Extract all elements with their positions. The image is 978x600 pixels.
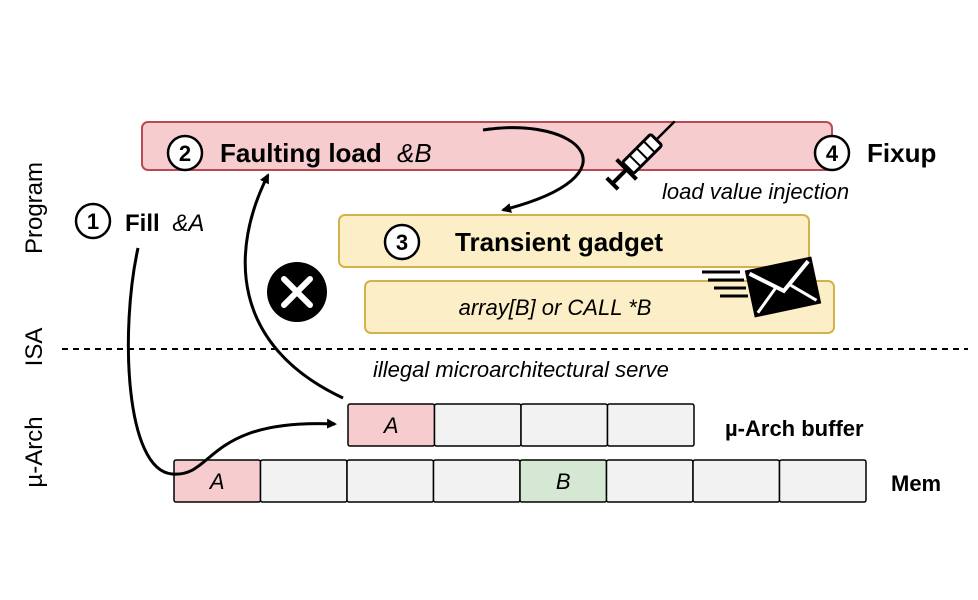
memory-cell-5 [605, 459, 694, 503]
memory-cell-label-4: B [556, 469, 571, 494]
memory-cell-6 [692, 459, 781, 503]
memory-cell-3 [432, 459, 521, 503]
transient-gadget-bar [338, 214, 810, 268]
injection-label: load value injection [662, 179, 849, 204]
memory-cell-2 [346, 459, 435, 503]
step-1-label: Fill [125, 210, 160, 237]
buffer-cell-1 [433, 403, 522, 447]
step-2-text: Faulting load &B [220, 138, 432, 168]
step-4-number: 4 [826, 141, 839, 166]
step-2-label: Faulting load [220, 138, 382, 168]
memory-cell-7 [778, 459, 867, 503]
memory-label: Mem [891, 471, 941, 496]
step-3-badge [383, 223, 421, 261]
step-1-text: Fill &A [125, 210, 204, 237]
step-3-label: Transient gadget [455, 227, 663, 257]
step-1-number: 1 [87, 209, 99, 234]
memory-cell-label-0: A [208, 469, 225, 494]
label-program: Program [21, 162, 48, 254]
memory-cell-1 [259, 459, 348, 503]
step-3-number: 3 [396, 230, 408, 255]
step-2-badge [166, 134, 204, 172]
step-1-badge [74, 202, 112, 240]
syringe-icon [605, 120, 676, 191]
arrow-fault-to-gadget [482, 126, 585, 213]
serve-label: illegal microarchitectural serve [373, 357, 669, 382]
cross-icon [267, 262, 327, 322]
step-1-arg: &A [172, 210, 204, 237]
buffer-cell-2 [520, 403, 609, 447]
envelope-icon [702, 256, 822, 318]
step-2-arg: &B [397, 138, 432, 168]
buffer-cell-label-0: A [382, 413, 399, 438]
buffer-label: µ-Arch buffer [725, 416, 864, 441]
step-2-number: 2 [179, 141, 191, 166]
arrow-buffer-to-fault [243, 173, 344, 400]
buffer-cell-3 [606, 403, 695, 447]
step-4-badge [813, 134, 851, 172]
step-4-label: Fixup [867, 138, 936, 168]
arrow-fill-to-memory [126, 247, 337, 476]
label-isa: ISA [21, 328, 48, 367]
label-march: µ-Arch [21, 416, 48, 487]
gadget-code-text: array[B] or CALL *B [459, 295, 652, 320]
gadget-code-bar [364, 280, 835, 334]
march-buffer: A [347, 403, 695, 447]
